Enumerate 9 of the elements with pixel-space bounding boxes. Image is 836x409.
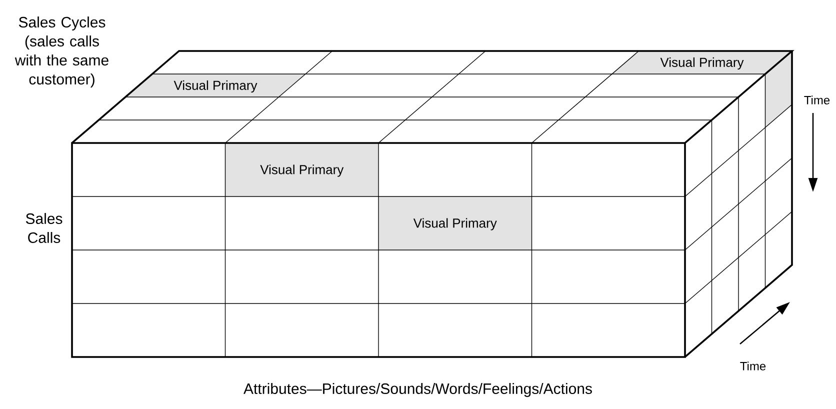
shaded-cell: Visual Primary bbox=[126, 74, 306, 97]
axis-label: Attributes—Pictures/Sounds/Words/Feelings/Actions bbox=[244, 383, 592, 397]
shaded-cell: Visual Primary bbox=[612, 51, 792, 128]
axis-label: Sales Cycles (sales calls with the same customer) bbox=[14, 16, 108, 88]
shaded-cell: Visual Primary bbox=[225, 143, 378, 196]
shaded-cell: Visual Primary bbox=[378, 196, 532, 250]
axis-label: Sales Calls bbox=[26, 212, 62, 243]
axis-label: Time bbox=[804, 96, 830, 104]
axis-label: Time bbox=[740, 362, 766, 370]
